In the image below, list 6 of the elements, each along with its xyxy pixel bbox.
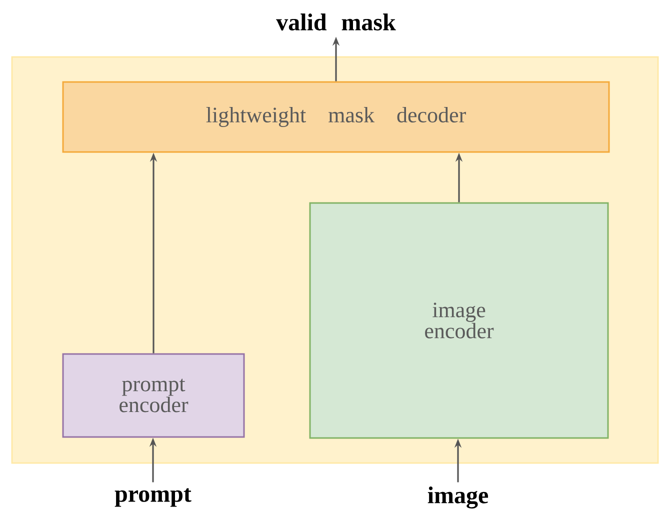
input-label: image [428, 486, 488, 508]
decoder-box: lightweight mask decoder [62, 81, 610, 153]
input-label: prompt [114, 488, 192, 507]
output-label: valid mask [276, 14, 396, 30]
encoder-box: prompt encoder [62, 353, 245, 438]
encoder-box: image encoder [309, 202, 609, 439]
